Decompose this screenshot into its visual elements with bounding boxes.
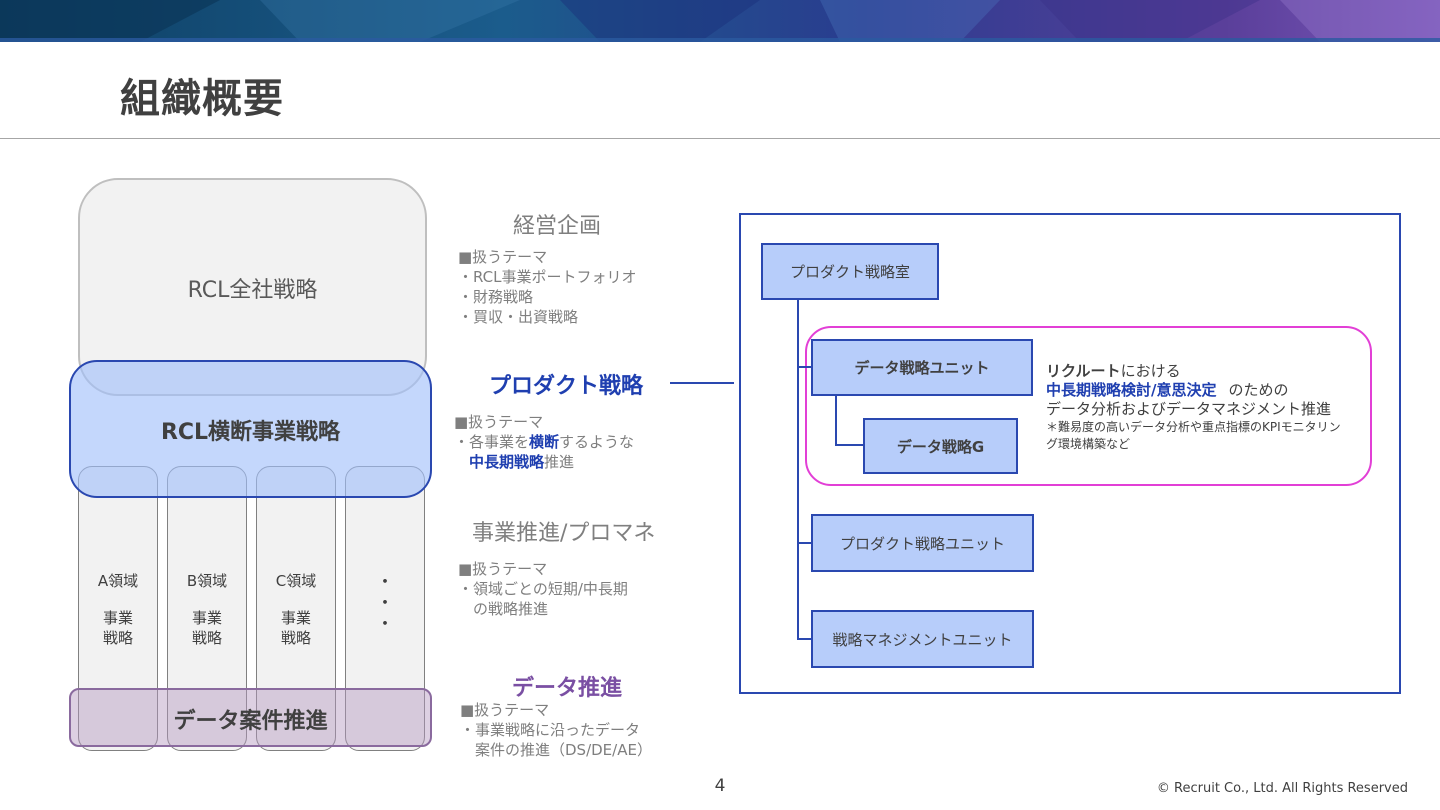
note-line3: データ分析およびデータマネジメント推進 — [1046, 400, 1332, 418]
column-b-line2: 戦略 — [191, 629, 222, 647]
text-span: における — [1120, 362, 1181, 380]
note-highlight: 中長期戦略検討/意思決定 — [1046, 381, 1217, 399]
column-c — [256, 466, 336, 751]
org-branch-line — [797, 542, 812, 544]
data-unit-description: リクルートにおける 中長期戦略検討/意思決定のための データ分析およびデータマネ… — [1046, 362, 1331, 419]
note-line5: グ環境構築など — [1046, 437, 1131, 451]
management-item: ・RCL事業ポートフォリオ — [458, 268, 637, 286]
business-heading: 事業推進/プロマネ — [472, 521, 656, 546]
column-a-strategy: 事業 戦略 — [78, 608, 158, 648]
org-root-box: プロダクト戦略室 — [761, 243, 939, 300]
business-line1: ・領域ごとの短期/中長期 — [458, 580, 628, 598]
column-a — [78, 466, 158, 751]
text-span: するような — [559, 433, 635, 451]
org-product-unit-box: プロダクト戦略ユニット — [811, 514, 1034, 572]
business-theme: ■扱うテーマ — [458, 560, 548, 578]
org-trunk-line — [797, 300, 799, 640]
column-a-area: A領域 — [97, 572, 139, 590]
column-c-area: C領域 — [275, 572, 317, 590]
management-body: ■扱うテーマ ・RCL事業ポートフォリオ ・財務戦略 ・買収・出資戦略 — [458, 247, 637, 327]
column-c-line1: 事業 — [280, 609, 311, 627]
ellipsis-dot: ・ — [376, 572, 394, 593]
highlight-midterm: 中長期戦略 — [469, 453, 545, 471]
product-theme: ■扱うテーマ — [454, 413, 544, 431]
org-sub-branch-line — [835, 444, 864, 446]
org-branch-line — [797, 638, 812, 640]
column-ellipsis: ・ ・ ・ — [345, 572, 425, 635]
cross-strategy-label: RCL横断事業戦略 — [160, 420, 341, 445]
header-banner — [0, 0, 1440, 42]
column-b-strategy: 事業 戦略 — [167, 608, 247, 648]
copyright-notice: © Recruit Co., Ltd. All Rights Reserved — [1156, 781, 1408, 796]
product-line2: 中長期戦略推進 — [454, 452, 634, 472]
data-line2: 案件の推進（DS/DE/AE） — [475, 741, 652, 759]
org-sub-line — [835, 396, 837, 446]
column-a-line2: 戦略 — [102, 629, 133, 647]
note-line4: ＊難易度の高いデータ分析や重点指標のKPIモニタリン — [1046, 420, 1341, 434]
data-promotion-label: データ案件推進 — [173, 709, 328, 734]
management-item: ・買収・出資戦略 — [458, 308, 579, 326]
management-item: ・財務戦略 — [458, 288, 534, 306]
business-line2: の戦略推進 — [473, 600, 549, 618]
data-unit-footnote: ＊難易度の高いデータ分析や重点指標のKPIモニタリン グ環境構築など — [1046, 419, 1341, 453]
note-line2: 中長期戦略検討/意思決定のための — [1046, 381, 1331, 400]
text-span: ・各事業を — [454, 433, 530, 451]
column-c-strategy: 事業 戦略 — [256, 608, 336, 648]
product-strategy-body: ■扱うテーマ ・各事業を横断するような 中長期戦略推進 — [454, 412, 634, 472]
data-unit-highlight — [805, 326, 1372, 486]
column-b-line1: 事業 — [191, 609, 222, 627]
page-number: 4 — [714, 776, 726, 796]
ellipsis-dot: ・ — [376, 614, 394, 635]
org-branch-line — [797, 366, 812, 368]
text-span: リクルート — [1046, 362, 1121, 380]
management-heading: 経営企画 — [513, 214, 602, 239]
page-title: 組織概要 — [120, 76, 284, 122]
product-line1: ・各事業を横断するような — [454, 432, 634, 452]
text-span: のための — [1228, 381, 1289, 399]
column-b-area: B領域 — [186, 572, 228, 590]
company-strategy-label: RCL全社戦略 — [187, 278, 318, 303]
data-promotion-body: ■扱うテーマ ・事業戦略に沿ったデータ 案件の推進（DS/DE/AE） — [460, 700, 652, 760]
ellipsis-dot: ・ — [376, 593, 394, 614]
column-more — [345, 466, 425, 751]
highlight-cross: 横断 — [529, 433, 560, 451]
data-promotion-heading: データ推進 — [512, 676, 623, 701]
product-connector-line — [670, 382, 734, 384]
column-a-line1: 事業 — [102, 609, 133, 627]
business-body: ■扱うテーマ ・領域ごとの短期/中長期 の戦略推進 — [458, 559, 628, 619]
note-line1: リクルートにおける — [1046, 362, 1331, 381]
data-promotion-band — [69, 688, 432, 747]
product-strategy-heading: プロダクト戦略 — [489, 374, 644, 399]
banner-graphic — [0, 0, 1440, 42]
management-theme: ■扱うテーマ — [458, 248, 548, 266]
column-b — [167, 466, 247, 751]
org-mgmt-unit-box: 戦略マネジメントユニット — [811, 610, 1034, 668]
org-data-group-box: データ戦略G — [863, 418, 1018, 474]
title-divider — [0, 138, 1440, 139]
text-span: 推進 — [544, 453, 575, 471]
data-theme: ■扱うテーマ — [460, 701, 550, 719]
column-c-line2: 戦略 — [280, 629, 311, 647]
org-data-unit-box: データ戦略ユニット — [811, 339, 1033, 396]
cross-strategy-band — [69, 360, 432, 498]
data-line1: ・事業戦略に沿ったデータ — [460, 721, 641, 739]
company-strategy-block — [78, 178, 427, 396]
